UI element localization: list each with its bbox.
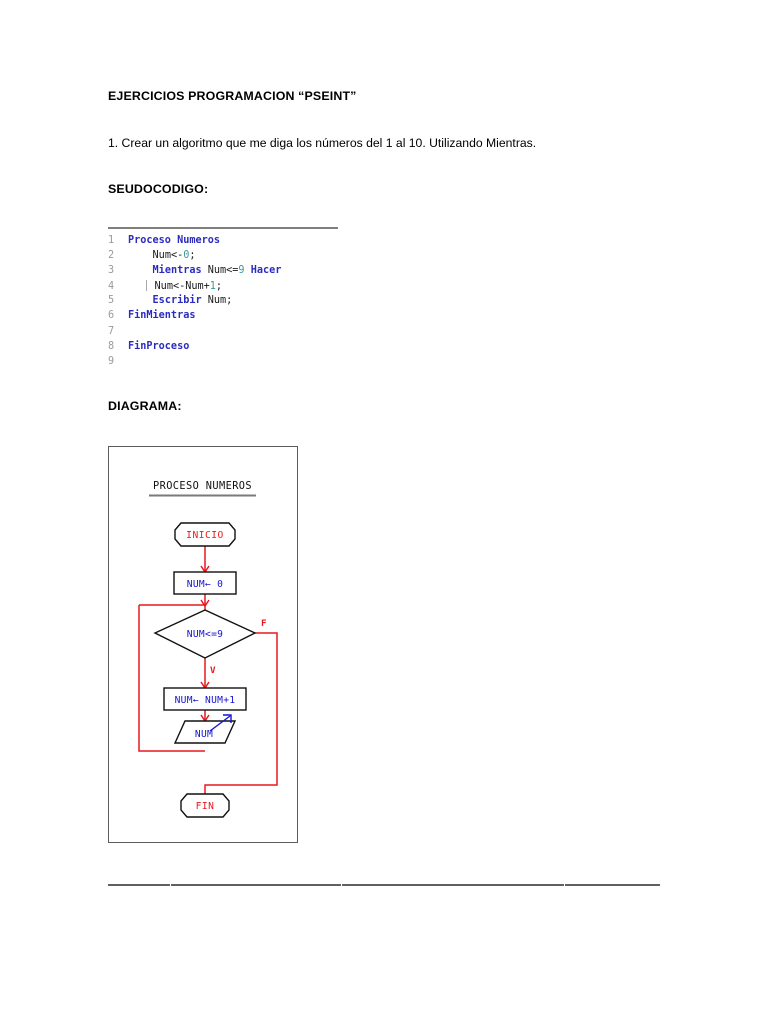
code-line-text: FinProceso <box>128 339 189 354</box>
node-decision-label: NUM<=9 <box>187 629 223 640</box>
code-line-text: Num<-0; <box>128 248 196 263</box>
code-line-text: Proceso Numeros <box>128 233 220 248</box>
code-line-text: Mientras Num<=9 Hacer <box>128 263 282 278</box>
code-line-number: 5 <box>108 295 115 307</box>
node-decision-shape <box>153 609 257 659</box>
code-line-number: 8 <box>108 340 115 352</box>
code-line-number: 2 <box>108 250 115 262</box>
code-line-number: 4 <box>108 281 115 293</box>
section-label-pseudocode: SEUDOCODIGO: <box>108 182 209 196</box>
code-token: Num; <box>207 295 233 307</box>
code-line: 6 FinMientras <box>108 308 340 323</box>
code-token: Proceso Numeros <box>128 235 221 246</box>
code-line: 9 <box>108 354 340 369</box>
code-line: 4 Num<-Num+1; <box>108 278 340 293</box>
indent-guide <box>146 280 148 292</box>
node-output-label: NUM <box>195 729 213 740</box>
code-line-number: 9 <box>108 355 115 367</box>
flowchart-connectors <box>138 546 278 799</box>
code-token: Num<= <box>207 265 239 277</box>
footer-rule-segment <box>342 884 564 886</box>
code-line-number: 6 <box>108 310 115 322</box>
code-line: 3 Mientras Num<=9 Hacer <box>108 263 340 278</box>
footer-rule-segment <box>565 884 660 886</box>
code-token: Escribir <box>152 295 208 307</box>
code-line-number: 3 <box>108 265 115 277</box>
node-assign-inc-shape <box>163 687 247 711</box>
code-line-text: FinMientras <box>128 308 195 323</box>
node-end-shape <box>180 793 230 818</box>
section-label-diagram: DIAGRAMA: <box>108 399 182 413</box>
code-line-text: Num<-Num+1; <box>128 278 222 294</box>
code-token: Num<- <box>152 250 184 262</box>
code-line-number: 1 <box>108 235 115 246</box>
code-line: 7 <box>108 324 340 339</box>
code-token: 1 <box>209 281 216 293</box>
output-arrow-icon <box>209 714 232 732</box>
code-line-number: 7 <box>108 325 115 337</box>
code-token: FinProceso <box>128 340 190 352</box>
node-assign-init-label: NUM← 0 <box>187 579 223 590</box>
exercise-statement: 1. Crear un algoritmo que me diga los nú… <box>108 136 537 150</box>
branch-label-false: F <box>261 618 267 629</box>
code-line-text: Escribir Num; <box>128 293 233 308</box>
code-line: 2 Num<-0; <box>108 248 340 263</box>
footer-rule-segment <box>108 884 170 886</box>
code-token: ; <box>215 281 223 293</box>
code-token: 0 <box>183 250 190 262</box>
code-line: 8 FinProceso <box>108 339 340 354</box>
node-assign-init-shape <box>173 571 237 595</box>
code-line: 1 Proceso Numeros <box>108 233 340 248</box>
code-token: Num<-Num+ <box>154 281 210 293</box>
node-start-label: INICIO <box>186 530 224 541</box>
code-line: 5 Escribir Num; <box>108 293 340 308</box>
node-end-label: FIN <box>196 801 215 812</box>
page-title: EJERCICIOS PROGRAMACION “PSEINT” <box>108 89 357 103</box>
footer-rule-segment <box>171 884 341 886</box>
code-top-rule <box>108 227 338 229</box>
code-token: Mientras <box>152 265 208 277</box>
code-token: ; <box>189 250 196 262</box>
branch-label-true: V <box>210 665 216 676</box>
node-assign-inc-label: NUM← NUM+1 <box>175 695 236 706</box>
footer-rule <box>108 884 660 887</box>
code-token: 9 <box>238 265 245 277</box>
code-token: Hacer <box>244 265 282 277</box>
flowchart-frame: PROCESO NUMEROS <box>108 446 298 843</box>
node-output-shape <box>173 720 237 744</box>
node-start-shape <box>174 522 236 547</box>
code-token: FinMientras <box>128 310 196 322</box>
flowchart-title: PROCESO NUMEROS <box>153 480 252 492</box>
